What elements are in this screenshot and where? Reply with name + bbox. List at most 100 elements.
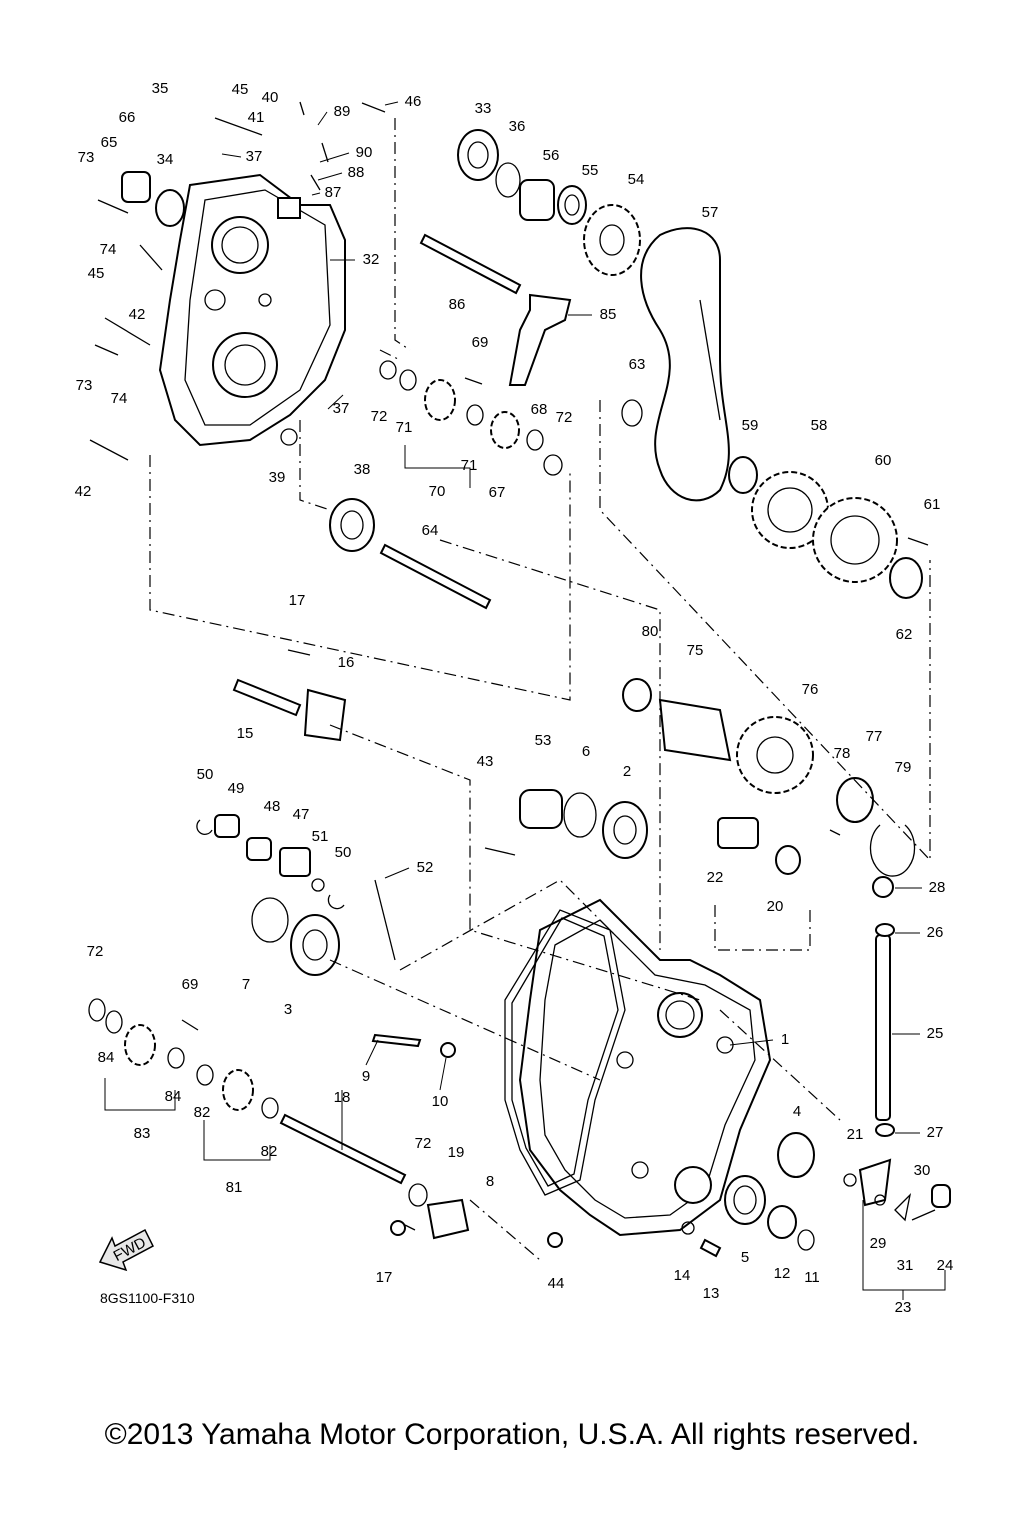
- callout: 69: [182, 976, 199, 993]
- callout: 38: [354, 461, 371, 478]
- fwd-arrow-icon: FWD: [98, 1228, 154, 1272]
- callout: 80: [642, 623, 659, 640]
- callout: 57: [702, 204, 719, 221]
- callout: 46: [405, 93, 422, 110]
- callout: 74: [100, 241, 117, 258]
- callout: 36: [509, 118, 526, 135]
- callout: 40: [262, 89, 279, 106]
- callout: 45: [88, 265, 105, 282]
- callout: 49: [228, 780, 245, 797]
- callout: 4: [793, 1103, 801, 1120]
- callout: 69: [472, 334, 489, 351]
- callout: 50: [335, 844, 352, 861]
- callout: 6: [582, 743, 590, 760]
- callout: 72: [415, 1135, 432, 1152]
- callout: 44: [548, 1275, 565, 1292]
- callout: 56: [543, 147, 560, 164]
- callout: 62: [896, 626, 913, 643]
- callout: 13: [703, 1285, 720, 1302]
- callout: 35: [152, 80, 169, 97]
- lower-right-parts: [547, 876, 951, 1258]
- callout: 72: [371, 408, 388, 425]
- callout: 23: [895, 1299, 912, 1316]
- callout: 5: [741, 1249, 749, 1266]
- case-gasket: [504, 909, 626, 1196]
- callout: 67: [489, 484, 506, 501]
- callout: 82: [261, 1143, 278, 1160]
- callout: 50: [197, 766, 214, 783]
- callout: 22: [707, 869, 724, 886]
- callout: 71: [396, 419, 413, 436]
- callout: 63: [629, 356, 646, 373]
- callout: 47: [293, 806, 310, 823]
- callout: 17: [289, 592, 306, 609]
- callout: 28: [929, 879, 946, 896]
- callout: 29: [870, 1235, 887, 1252]
- middle-small-parts: [196, 678, 648, 976]
- callout: 37: [333, 400, 350, 417]
- callout: 31: [897, 1257, 914, 1274]
- callout: 66: [119, 109, 136, 126]
- callout: 33: [475, 100, 492, 117]
- transmission-case-cover: [158, 173, 346, 447]
- callout: 27: [927, 1124, 944, 1141]
- copyright-notice: ©2013 Yamaha Motor Corporation, U.S.A. A…: [104, 1418, 920, 1451]
- callout: 37: [246, 148, 263, 165]
- callout: 9: [362, 1068, 370, 1085]
- sprockets: [621, 399, 923, 599]
- transmission-case: [518, 898, 772, 1237]
- callout: 61: [924, 496, 941, 513]
- callout: 7: [242, 976, 250, 993]
- lower-left-parts: [88, 998, 470, 1240]
- callout: 41: [248, 109, 265, 126]
- callout: 73: [78, 149, 95, 166]
- callout: 54: [628, 171, 645, 188]
- callout: 3: [284, 1001, 292, 1018]
- callout: 86: [449, 296, 466, 313]
- callout: 78: [834, 745, 851, 762]
- callout: 77: [866, 728, 883, 745]
- callout: 60: [875, 452, 892, 469]
- callout: 12: [774, 1265, 791, 1282]
- callout: 85: [600, 306, 617, 323]
- callout: 39: [269, 469, 286, 486]
- callout: 26: [927, 924, 944, 941]
- callout: 11: [804, 1269, 820, 1286]
- callout: 51: [312, 828, 329, 845]
- callout: 8: [486, 1173, 494, 1190]
- leader-lines: [221, 101, 922, 1150]
- upper-bearings-and-gears: [121, 129, 641, 552]
- callout: 76: [802, 681, 819, 698]
- callout: 2: [623, 763, 631, 780]
- callout: 53: [535, 732, 552, 749]
- callout: 20: [767, 898, 784, 915]
- callout: 1: [781, 1031, 789, 1048]
- callout: 25: [927, 1025, 944, 1042]
- output-shaft-assembly: [622, 678, 916, 877]
- callout: 70: [429, 483, 446, 500]
- callout: 83: [134, 1125, 151, 1142]
- callout: 58: [811, 417, 828, 434]
- callout-labels: 1 2 3 4 5 6 7 8 9 10 11 12 13 14 15 16 1…: [75, 80, 954, 1316]
- callout: 52: [417, 859, 434, 876]
- callout: 14: [674, 1267, 691, 1284]
- callout: 81: [226, 1179, 243, 1196]
- callout: 30: [914, 1162, 931, 1179]
- callout: 17: [376, 1269, 393, 1286]
- callout: 84: [98, 1049, 115, 1066]
- shift-shaft-and-fork: [419, 233, 572, 386]
- callout: 42: [129, 306, 146, 323]
- callout: 87: [325, 184, 342, 201]
- long-bolt-shaft: [379, 543, 492, 610]
- drawing-code: 8GS1100-F310: [100, 1290, 195, 1306]
- callout: 55: [582, 162, 599, 179]
- callout: 59: [742, 417, 759, 434]
- callout: 21: [847, 1126, 864, 1143]
- callout: 90: [356, 144, 373, 161]
- callout: 42: [75, 483, 92, 500]
- callout: 24: [937, 1257, 954, 1274]
- callout: 34: [157, 151, 174, 168]
- callout: 73: [76, 377, 93, 394]
- callout: 32: [363, 251, 380, 268]
